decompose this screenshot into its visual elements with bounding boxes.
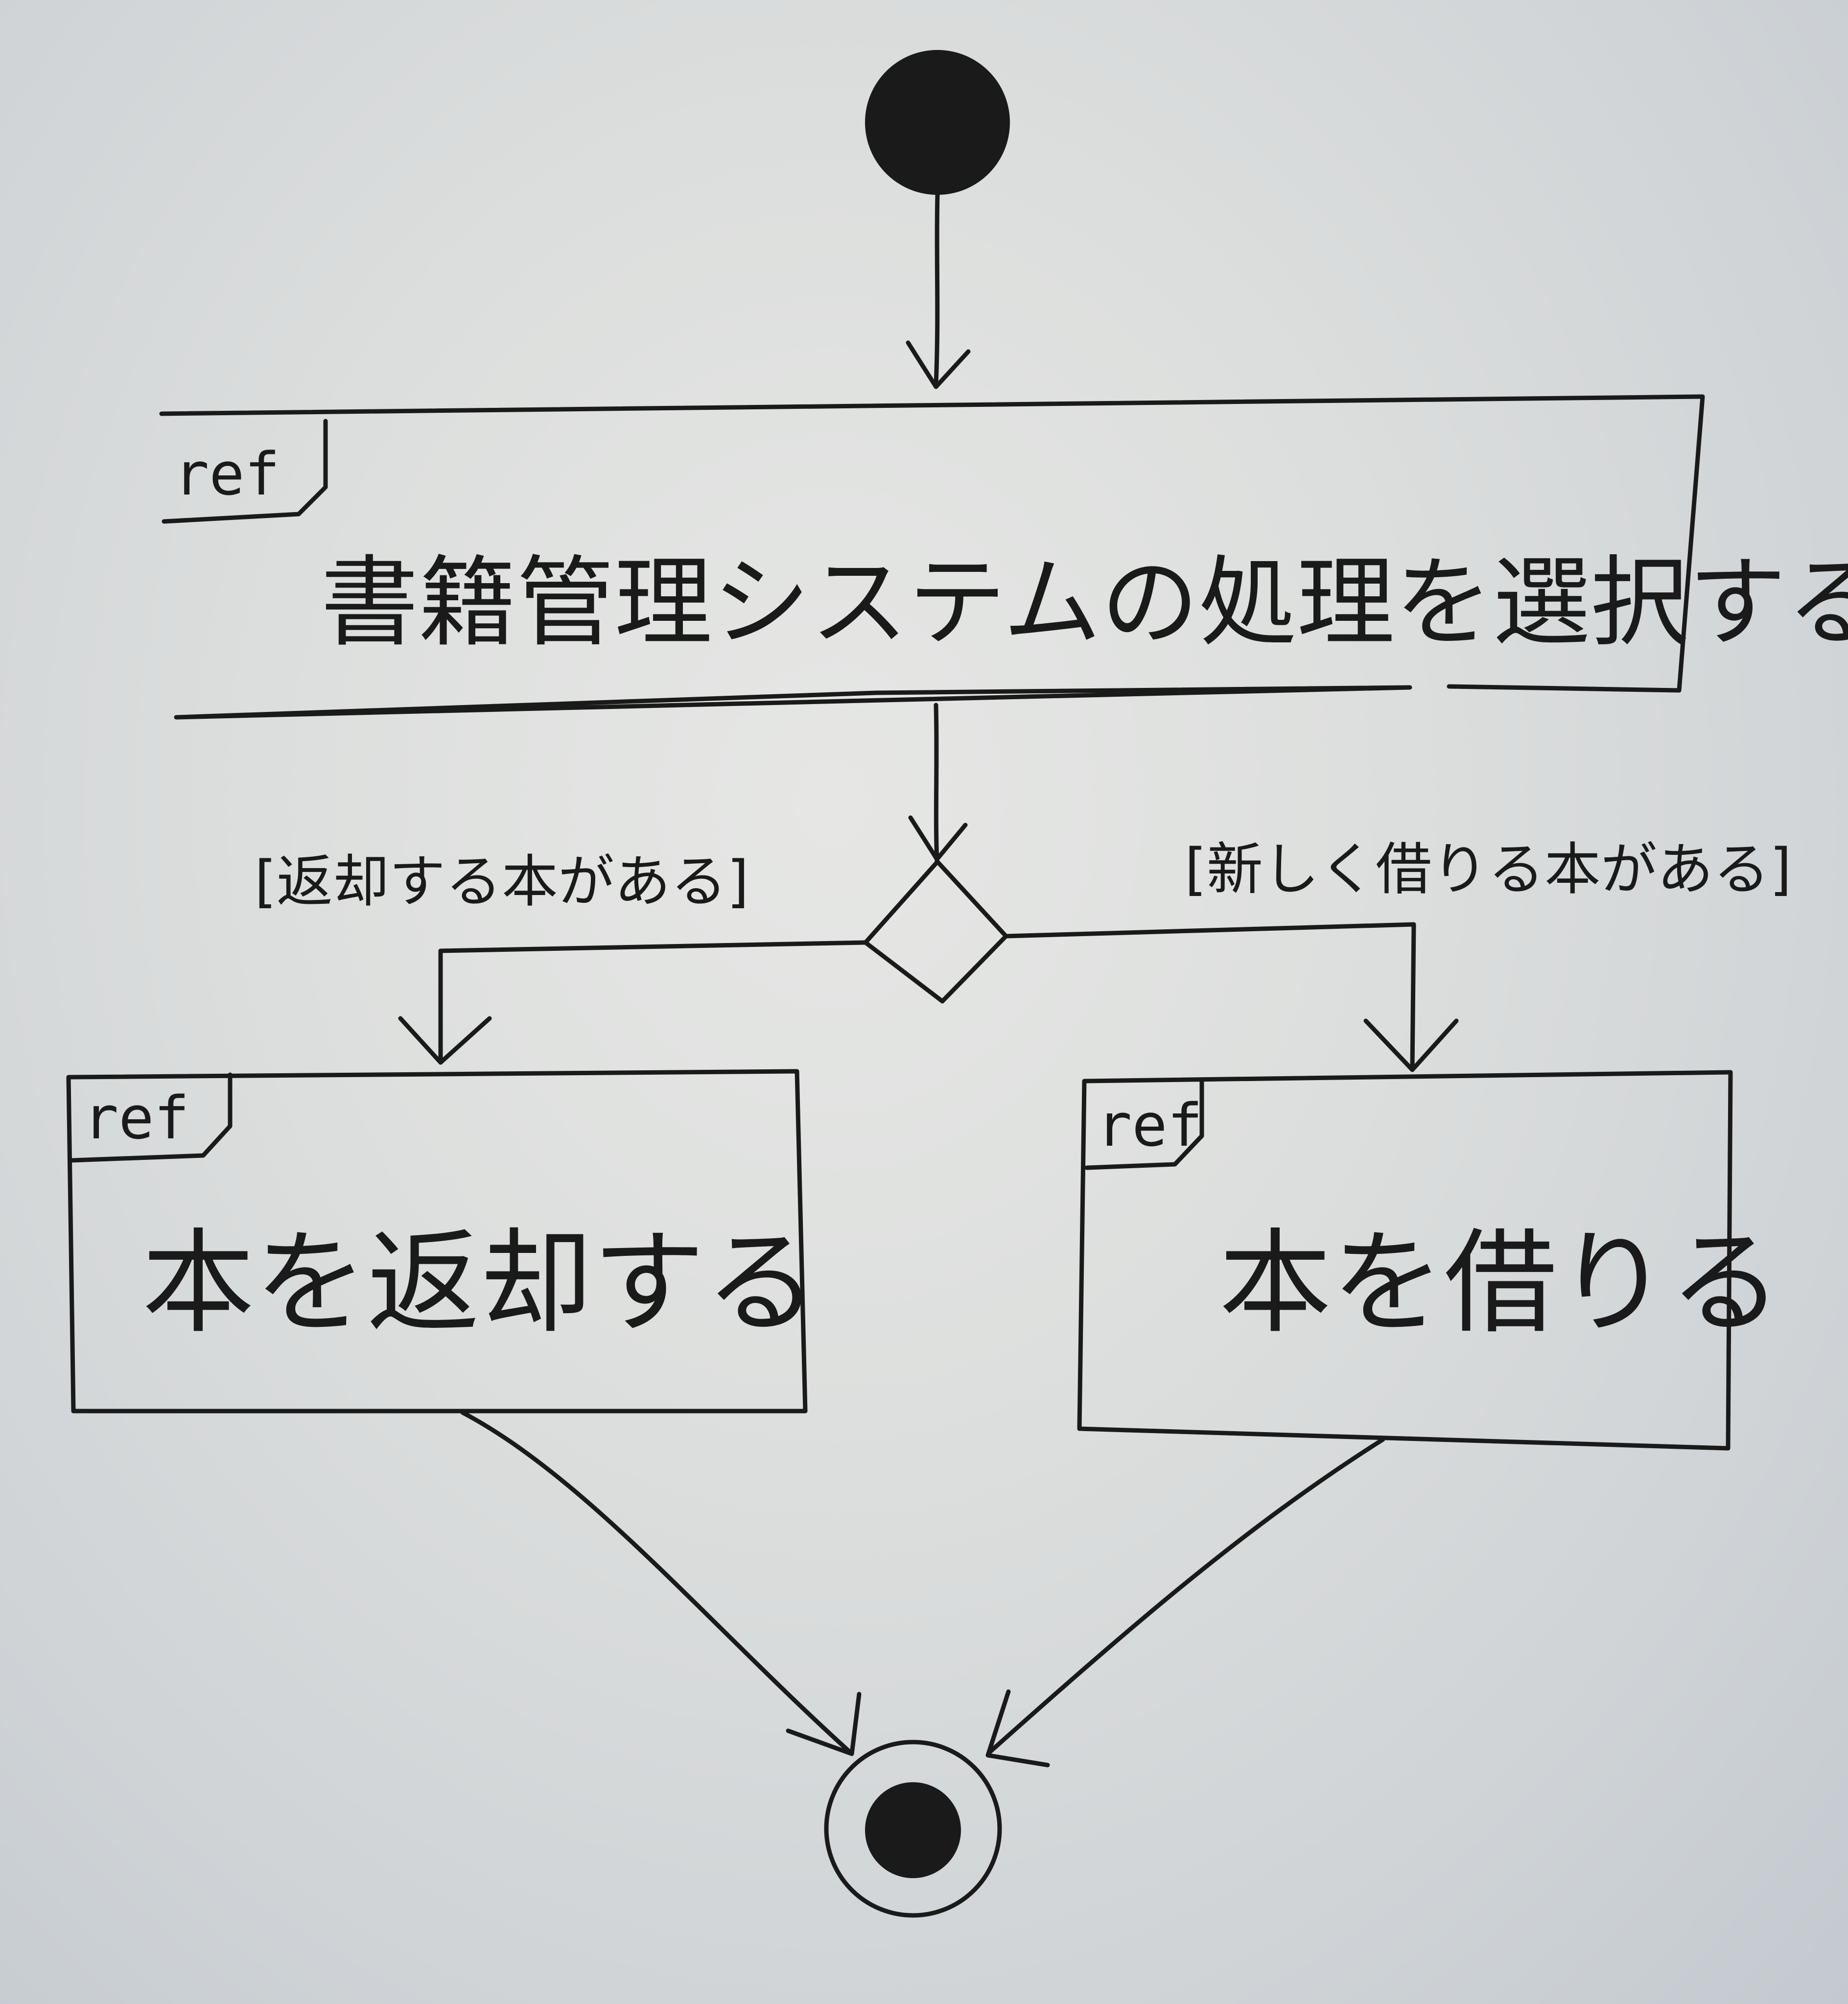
initial-node [865,50,1010,195]
flow-right-to-final [985,1437,1385,1768]
right-guard-label: [新しく借りる本がある] [1185,837,1792,902]
flow-decision-to-right [1004,922,1459,1072]
left-action-ref-tag: ref [83,1085,189,1153]
decision-node [863,859,1008,1004]
flow-initial-to-top [906,192,971,389]
flow-top-to-decision [908,703,968,864]
left-action-label: 本を返却する [142,1218,818,1349]
top-action-label: 書籍管理システムの処理を選択する [321,546,1848,660]
final-node [824,1740,1002,1918]
left-guard-label: [返却する本がある] [255,849,749,915]
right-action-label: 本を借りる [1219,1218,1782,1349]
left-action-box: ref 本を返却する [66,1069,818,1414]
flow-left-to-final [460,1410,862,1756]
right-action-box: ref 本を借りる [1077,1070,1782,1451]
top-action-box: ref 書籍管理システムの処理を選択する [159,394,1848,720]
flow-decision-to-left [398,940,868,1065]
top-action-ref-tag: ref [174,441,280,509]
right-action-ref-tag: ref [1097,1092,1203,1160]
